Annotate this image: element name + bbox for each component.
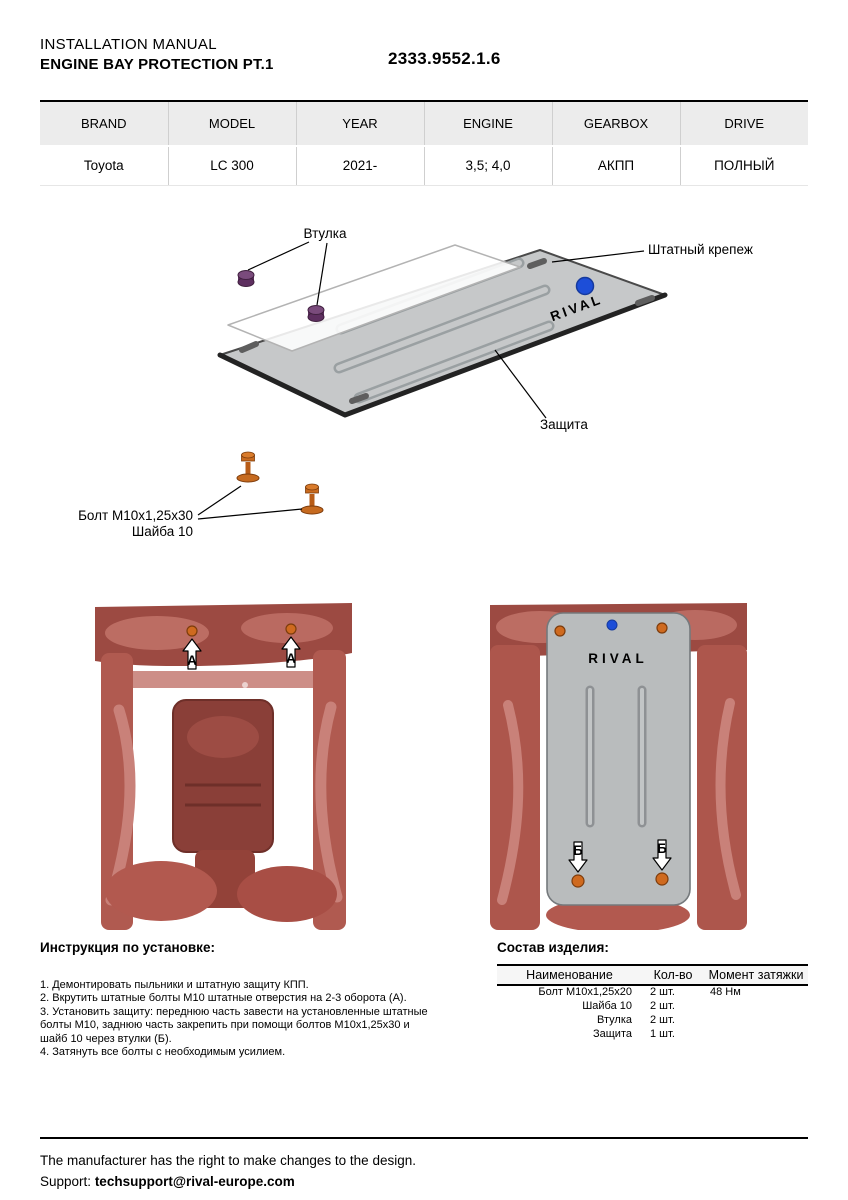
photo-after-svg: RIVAL Б Б: [490, 594, 747, 930]
spec-header-gearbox: GEARBOX: [551, 101, 680, 147]
installation-instructions: Инструкция по установке: 1. Демонтироват…: [40, 940, 440, 1060]
bushing-illustration-2: [307, 304, 325, 322]
exploded-diagram: RIVAL: [40, 220, 808, 570]
underbody-render: [95, 602, 352, 930]
instructions-title: Инструкция по установке:: [40, 939, 215, 955]
support-email-link[interactable]: techsupport@rival-europe.com: [94, 1174, 295, 1189]
factory-bolt-hole-1: [186, 624, 198, 637]
blue-plug-dot: [575, 276, 595, 295]
marker-b-2: Б: [652, 838, 672, 871]
spec-header-year: YEAR: [295, 101, 424, 147]
part-qty: 2 шт.: [650, 999, 675, 1012]
spec-model: LC 300: [167, 146, 296, 186]
vehicle-spec-table: BRAND MODEL YEAR ENGINE GEARBOX DRIVE To…: [40, 100, 808, 186]
spec-gearbox: АКПП: [551, 146, 680, 186]
step-4: 4. Затянуть все болты с необходимым усил…: [40, 1046, 286, 1058]
label-protection: Защита: [540, 417, 588, 432]
doc-title-line2: ENGINE BAY PROTECTION PT.1: [40, 56, 274, 73]
spec-header-brand: BRAND: [40, 101, 168, 147]
support-label: Support:: [40, 1174, 92, 1189]
bolt-illustration-1: [236, 451, 260, 482]
ghost-front-section: [227, 243, 521, 352]
parts-header-name: Наименование: [497, 964, 642, 986]
corner-slots: [239, 257, 655, 404]
spec-header-drive: DRIVE: [679, 101, 808, 147]
installed-plate: RIVAL: [546, 611, 691, 906]
part-torque: 48 Нм: [710, 986, 741, 998]
parts-table: Наименование Кол-во Момент затяжки Болт …: [497, 963, 808, 1041]
parts-row-bushing: Втулка 2 шт.: [497, 1013, 808, 1027]
step-2: 2. Вкрутить штатные болты М10 штатные от…: [40, 992, 407, 1004]
document-header: INSTALLATION MANUAL ENGINE BAY PROTECTIO…: [40, 36, 808, 73]
factory-bolt-installed-1: [554, 624, 566, 637]
disclaimer-text: The manufacturer has the right to make c…: [40, 1153, 416, 1168]
marker-b2-letter: Б: [657, 841, 667, 856]
part-name: Шайба 10: [582, 999, 632, 1012]
spec-engine: 3,5; 4,0: [423, 146, 552, 186]
spec-data-row: Toyota LC 300 2021- 3,5; 4,0 АКПП ПОЛНЫЙ: [40, 146, 808, 186]
part-torque: [704, 1027, 808, 1041]
marker-b-1: Б: [568, 840, 588, 873]
parts-row-protection: Защита 1 шт.: [497, 1027, 808, 1041]
part-torque: [704, 1013, 808, 1027]
title-block: INSTALLATION MANUAL ENGINE BAY PROTECTIO…: [40, 36, 388, 73]
bushing-illustration-1: [237, 269, 255, 287]
parts-header-row: Наименование Кол-во Момент затяжки: [497, 964, 808, 986]
label-washer: Шайба 10: [132, 524, 193, 539]
part-number: 2333.9552.1.6: [388, 49, 501, 68]
factory-bolt-hole-2: [285, 622, 297, 635]
blue-plug-dot-photo: [606, 619, 618, 630]
marker-a1-letter: А: [187, 653, 197, 668]
part-qty: 2 шт.: [650, 986, 675, 998]
photo-before-install: А А: [95, 594, 352, 930]
parts-header-torque: Момент затяжки: [704, 964, 808, 986]
part-torque: [704, 999, 808, 1013]
installation-photos: А А: [95, 594, 808, 930]
spec-header-engine: ENGINE: [423, 101, 552, 147]
bolt-illustration-2: [300, 483, 324, 514]
plate-body: RIVAL: [217, 248, 668, 417]
factory-bolt-installed-2: [656, 621, 668, 634]
label-bolt: Болт М10х1,25х30: [78, 508, 193, 523]
rear-bolt-1: [571, 873, 585, 888]
spec-drive: ПОЛНЫЙ: [679, 146, 808, 186]
part-name: Защита: [593, 1027, 632, 1040]
instructions-steps: 1. Демонтировать пыльники и штатную защи…: [40, 979, 438, 1060]
part-qty: 1 шт.: [650, 1027, 675, 1040]
marker-a-2: А: [281, 635, 301, 668]
photo-before-svg: А А: [95, 594, 352, 930]
spec-header-row: BRAND MODEL YEAR ENGINE GEARBOX DRIVE: [40, 101, 808, 147]
callout-lines: [197, 240, 645, 520]
spec-year: 2021-: [295, 146, 424, 186]
parts-list: Состав изделия: Наименование Кол-во Моме…: [497, 940, 808, 1060]
part-qty: 2 шт.: [650, 1013, 675, 1026]
spec-header-model: MODEL: [167, 101, 296, 147]
marker-a-1: А: [182, 637, 202, 670]
spec-brand: Toyota: [40, 146, 168, 186]
part-name: Болт М10х1,25х20: [538, 986, 632, 998]
marker-a2-letter: А: [286, 651, 296, 666]
skid-plate-illustration: RIVAL: [78, 226, 753, 539]
parts-title: Состав изделия:: [497, 939, 609, 955]
rear-bolt-2: [655, 871, 669, 886]
parts-header-qty: Кол-во: [642, 964, 704, 986]
part-name: Втулка: [597, 1013, 632, 1026]
support-line: Support: techsupport@rival-europe.com: [40, 1171, 808, 1192]
photo-after-install: RIVAL Б Б: [490, 594, 747, 930]
rival-logo-photo: RIVAL: [588, 651, 648, 666]
parts-row-bolt: Болт М10х1,25х20 2 шт. 48 Нм: [497, 985, 808, 999]
label-factory-fastener: Штатный крепеж: [648, 242, 753, 257]
parts-row-washer: Шайба 10 2 шт.: [497, 999, 808, 1013]
step-3: 3. Установить защиту: переднюю часть зав…: [40, 1005, 428, 1045]
bottom-section: Инструкция по установке: 1. Демонтироват…: [40, 940, 808, 1060]
step-1: 1. Демонтировать пыльники и штатную защи…: [40, 978, 309, 991]
doc-title-line1: INSTALLATION MANUAL: [40, 36, 217, 53]
label-bushing: Втулка: [304, 226, 347, 241]
marker-b1-letter: Б: [573, 843, 583, 858]
document-footer: The manufacturer has the right to make c…: [40, 1137, 808, 1192]
